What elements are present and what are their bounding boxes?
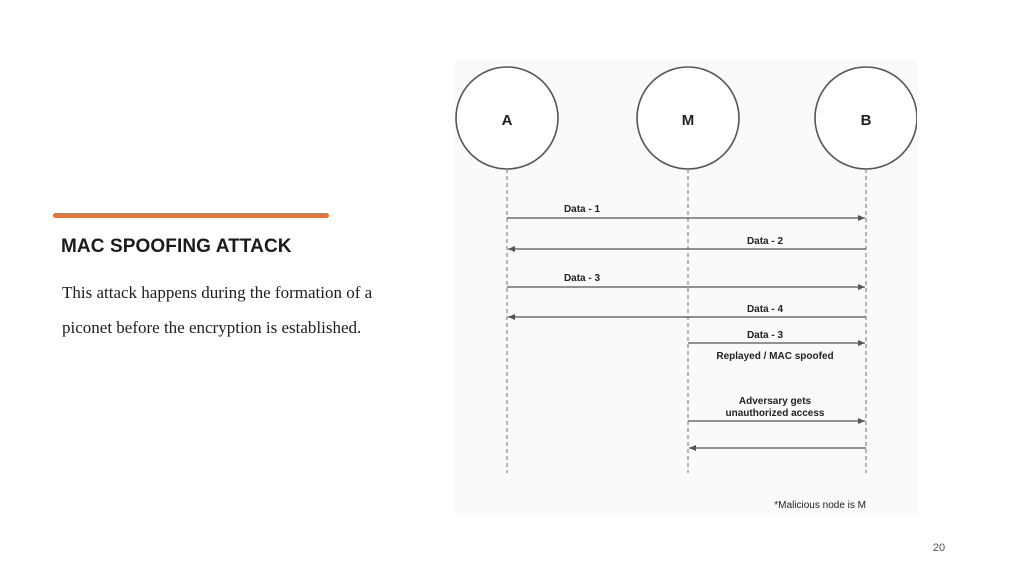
message-label-data-3: Data - 3 <box>564 273 601 284</box>
description-line-1: This attack happens during the formation… <box>62 283 373 302</box>
adversary-note-line-1: Adversary gets <box>739 396 812 407</box>
message-label-data-3-replay: Data - 3 <box>747 330 784 341</box>
sequence-diagram-svg: A M B Data - 1 Data - 2 Data - 3 Data - … <box>455 66 918 511</box>
node-m-label: M <box>682 112 695 129</box>
replayed-note: Replayed / MAC spoofed <box>716 351 833 362</box>
adversary-note-line-2: unauthorized access <box>726 408 825 419</box>
message-label-data-2: Data - 2 <box>747 236 784 247</box>
message-label-data-4: Data - 4 <box>747 304 784 315</box>
node-a-label: A <box>502 112 513 129</box>
slide-description: This attack happens during the formation… <box>62 275 442 345</box>
malicious-node-footnote: *Malicious node is M <box>774 500 866 511</box>
sequence-diagram: A M B Data - 1 Data - 2 Data - 3 Data - … <box>455 60 918 515</box>
description-line-2: piconet before the encryption is establi… <box>62 318 362 337</box>
slide-title: MAC SPOOFING ATTACK <box>61 236 292 257</box>
accent-bar <box>53 213 329 218</box>
page-number: 20 <box>932 542 946 554</box>
node-b-label: B <box>861 112 872 129</box>
message-label-data-1: Data - 1 <box>564 204 601 215</box>
